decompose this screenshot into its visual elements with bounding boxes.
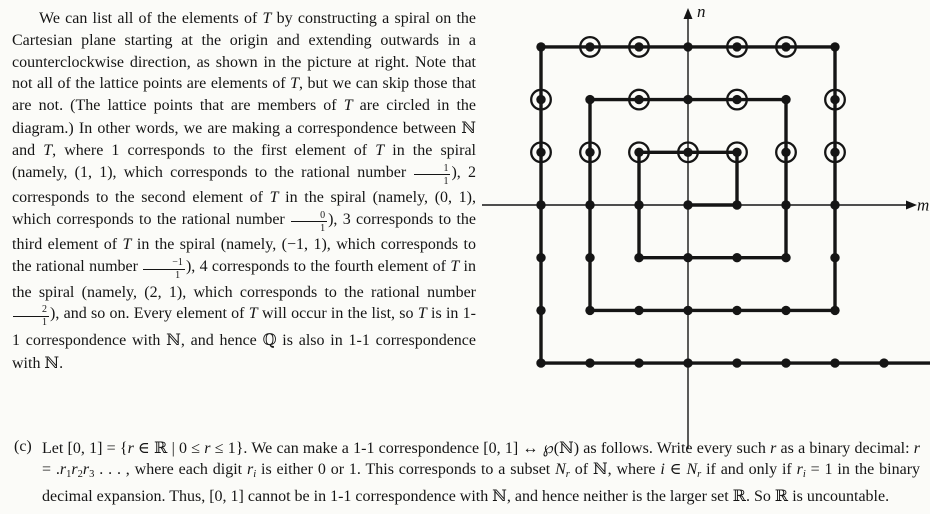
lattice-dot bbox=[683, 147, 693, 157]
lattice-dot bbox=[536, 253, 546, 263]
lattice-dot bbox=[830, 147, 840, 157]
lattice-dot bbox=[585, 305, 595, 316]
lattice-dot bbox=[781, 147, 791, 157]
lattice-dot bbox=[781, 94, 791, 105]
lattice-dot bbox=[732, 358, 742, 368]
member-circle bbox=[628, 88, 650, 111]
lattice-dot bbox=[830, 253, 840, 263]
lattice-dot bbox=[732, 94, 742, 105]
member-circle bbox=[726, 141, 748, 164]
lattice-dot bbox=[585, 42, 595, 52]
m-axis-arrow bbox=[906, 200, 917, 210]
lattice-dot bbox=[634, 253, 644, 263]
lattice-dot bbox=[585, 200, 595, 210]
lattice-dot bbox=[781, 200, 791, 210]
lattice-dot bbox=[781, 42, 791, 52]
lattice-dot bbox=[732, 42, 742, 52]
n-axis-arrow bbox=[683, 8, 693, 19]
lattice-dot bbox=[830, 94, 840, 105]
lattice-dot bbox=[830, 358, 840, 368]
member-circle bbox=[775, 35, 797, 58]
lattice-dot bbox=[732, 305, 742, 316]
member-circle bbox=[824, 88, 846, 111]
lattice-dot bbox=[732, 253, 742, 263]
member-circle bbox=[677, 141, 699, 164]
member-circle bbox=[579, 141, 601, 164]
lattice-dot bbox=[585, 94, 595, 105]
lattice-dot bbox=[683, 253, 693, 263]
lattice-dot bbox=[536, 358, 546, 368]
member-circle bbox=[579, 35, 601, 58]
lattice-dot bbox=[634, 200, 644, 210]
member-circle bbox=[775, 141, 797, 164]
lattice-dot bbox=[536, 200, 546, 210]
item-c: (c) Let [0, 1] = {r ∈ ℝ | 0 ≤ r ≤ 1}. We… bbox=[12, 438, 920, 507]
lattice-dot bbox=[634, 94, 644, 105]
m-axis-label: m bbox=[917, 196, 929, 215]
lattice-dot bbox=[830, 305, 840, 316]
lattice-dot bbox=[634, 358, 644, 368]
solution-text-column: We can list all of the elements of T by … bbox=[12, 8, 476, 375]
lattice-dot bbox=[585, 253, 595, 263]
lattice-dot bbox=[683, 358, 693, 368]
lattice-dot bbox=[879, 358, 889, 368]
lattice-dot bbox=[683, 94, 693, 105]
lattice-dot bbox=[634, 42, 644, 52]
lattice-dot bbox=[732, 147, 742, 157]
lattice-dot bbox=[683, 200, 693, 210]
member-circle bbox=[726, 88, 748, 111]
lattice-dot bbox=[536, 42, 546, 52]
lattice-dot bbox=[536, 94, 546, 105]
member-circle bbox=[628, 35, 650, 58]
lattice-dot bbox=[585, 147, 595, 157]
member-circle bbox=[530, 88, 552, 111]
lattice-dot bbox=[830, 42, 840, 52]
lattice-dot bbox=[536, 305, 546, 316]
lattice-dot bbox=[683, 305, 693, 316]
lattice-dot bbox=[781, 253, 791, 263]
lattice-dot bbox=[536, 147, 546, 157]
spiral-diagram-svg: nm bbox=[482, 2, 930, 449]
lattice-dot bbox=[634, 305, 644, 316]
item-c-paragraph: Let [0, 1] = {r ∈ ℝ | 0 ≤ r ≤ 1}. We can… bbox=[42, 438, 921, 505]
lattice-dot bbox=[732, 200, 742, 210]
member-circle bbox=[628, 141, 650, 164]
lattice-dot bbox=[634, 147, 644, 157]
member-circle bbox=[726, 35, 748, 58]
lattice-dot bbox=[830, 200, 840, 210]
n-axis-label: n bbox=[697, 2, 706, 21]
lattice-dot bbox=[781, 305, 791, 316]
solution-paragraph: We can list all of the elements of T by … bbox=[12, 10, 477, 372]
item-c-label: (c) bbox=[14, 438, 32, 455]
member-circle bbox=[824, 141, 846, 164]
lattice-dot bbox=[683, 42, 693, 52]
lattice-dot bbox=[585, 358, 595, 368]
lattice-dot bbox=[781, 358, 791, 368]
member-circle bbox=[530, 141, 552, 164]
